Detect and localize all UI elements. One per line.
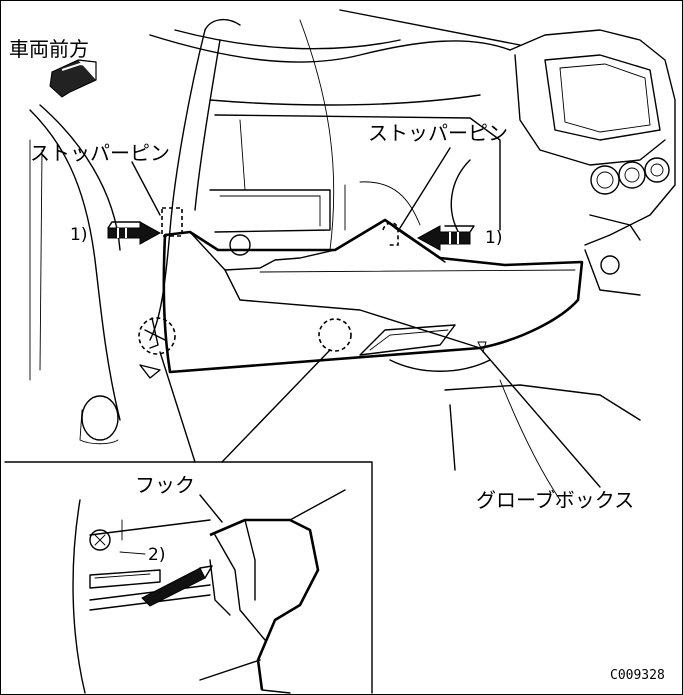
leader-lines <box>131 147 601 488</box>
hook-detail-inset <box>4 461 373 694</box>
front-direction-arrow-icon <box>49 59 97 98</box>
step-1-label-right: 1) <box>485 228 502 248</box>
stopper-pin-label-right: ストッパーピン <box>368 121 508 145</box>
hook-label: フック <box>135 473 195 497</box>
callout-marks <box>138 207 399 379</box>
clip-callout-circle <box>318 318 352 352</box>
step-2-leader-line <box>119 551 146 555</box>
hook-leader-line <box>199 494 223 523</box>
front-direction-label: 車両前方 <box>9 37 89 61</box>
hook-callout-circle <box>138 317 176 355</box>
figure-code: C009328 <box>610 668 665 683</box>
glove-box[interactable] <box>162 218 584 374</box>
step-2-label: 2) <box>148 545 165 565</box>
push-arrow-icon <box>416 225 475 251</box>
step-1-label-left: 1) <box>70 225 87 245</box>
push-arrow-icon <box>107 221 162 245</box>
stopper-pin-label-left: ストッパーピン <box>30 141 170 165</box>
dashboard-outline <box>29 9 676 501</box>
glove-box-label: グローブボックス <box>476 488 634 512</box>
